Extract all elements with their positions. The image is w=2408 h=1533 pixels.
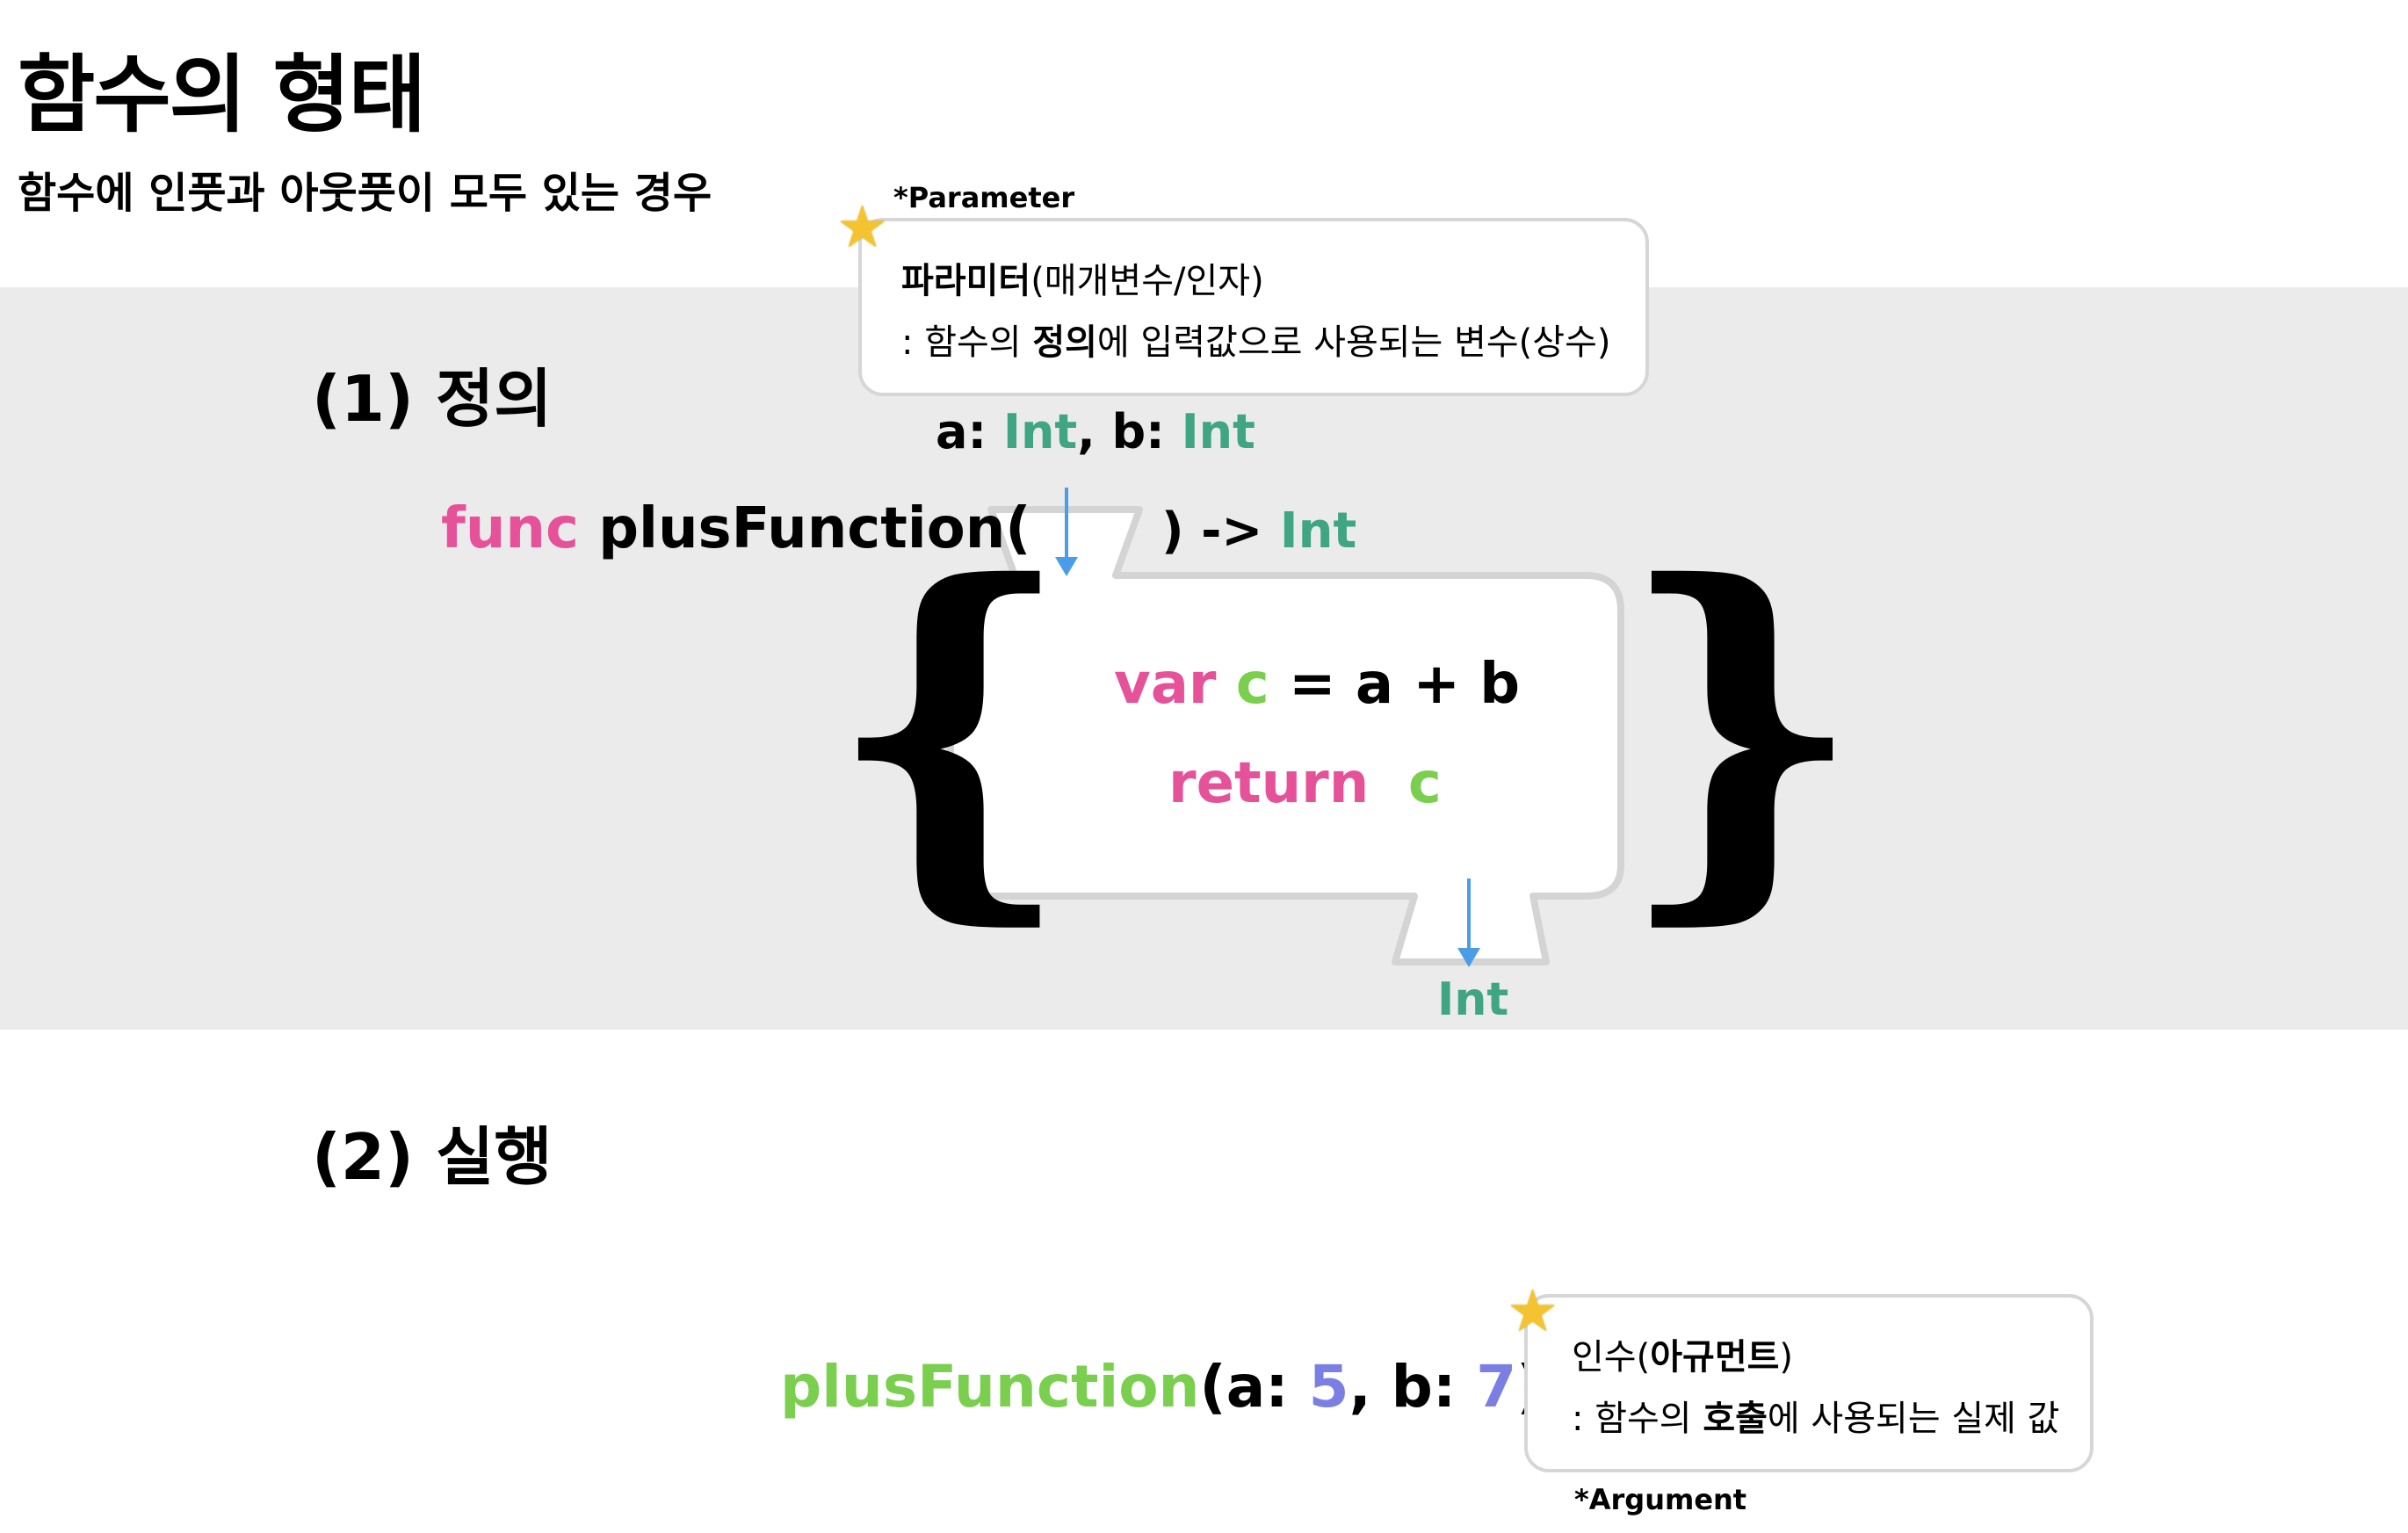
brace-close: } xyxy=(1616,502,1865,956)
arrow-down-icon xyxy=(1457,879,1480,967)
return-type: Int xyxy=(1279,503,1357,560)
section-heading-definition: (1) 정의 xyxy=(312,362,553,436)
var-keyword: var xyxy=(1114,652,1217,717)
brace-open: { xyxy=(826,502,1074,956)
param-a-type: Int xyxy=(1002,404,1078,459)
body-line-1: var c = a + b xyxy=(1114,652,1520,717)
call-arg-a: 5 xyxy=(1308,1353,1349,1421)
parameter-list: a: Int, b: Int xyxy=(936,404,1255,459)
argument-desc-bold: 호출 xyxy=(1703,1399,1768,1439)
call-mid: , b: xyxy=(1349,1353,1477,1421)
parameter-desc-pre: : 함수의 xyxy=(901,322,1033,363)
star-icon: ★ xyxy=(836,193,889,261)
argument-heading-bold: 아규먼트 xyxy=(1650,1337,1780,1378)
output-type: Int xyxy=(1437,973,1509,1026)
parameter-desc-bold: 정의 xyxy=(1032,322,1097,363)
function-name: plusFunction( xyxy=(598,496,1031,561)
argument-label: *Argument xyxy=(1574,1483,1747,1516)
argument-description: : 함수의 호출에 사용되는 실제 값 xyxy=(1572,1390,2059,1441)
function-call: plusFunction(a: 5, b: 7) xyxy=(780,1353,1543,1421)
call-function-name: plusFunction xyxy=(780,1353,1200,1421)
parameter-label: *Parameter xyxy=(893,181,1075,214)
param-a-label: a: xyxy=(936,404,987,459)
call-open: (a: xyxy=(1199,1353,1309,1421)
argument-heading: 인수(아규먼트) xyxy=(1572,1328,1793,1379)
parameter-callout: 파라미터(매개변수/인자) : 함수의 정의에 입력값으로 사용되는 변수(상수… xyxy=(858,218,1649,396)
argument-desc-pre: : 함수의 xyxy=(1572,1399,1703,1439)
argument-heading-post: ) xyxy=(1779,1337,1794,1378)
page-title: 함수의 형태 xyxy=(18,46,426,144)
argument-desc-post: 에 사용되는 실제 값 xyxy=(1767,1399,2060,1439)
star-icon: ★ xyxy=(1507,1277,1559,1345)
return-keyword: return xyxy=(1168,751,1370,816)
func-keyword: func xyxy=(441,496,579,561)
return-var-c: c xyxy=(1407,751,1442,816)
function-signature-start: func plusFunction( xyxy=(441,496,1031,561)
return-arrow: ) -> xyxy=(1161,503,1263,560)
parameter-heading: 파라미터(매개변수/인자) xyxy=(901,252,1264,303)
call-arg-b: 7 xyxy=(1476,1353,1517,1421)
arrow-down-icon xyxy=(1055,488,1078,576)
expression: = a + b xyxy=(1288,652,1521,717)
parameter-heading-bold: 파라미터 xyxy=(901,261,1031,301)
argument-heading-pre: 인수( xyxy=(1572,1337,1651,1378)
section-heading-execution: (2) 실행 xyxy=(312,1120,553,1194)
parameter-heading-rest: (매개변수/인자) xyxy=(1030,261,1264,301)
parameter-description: : 함수의 정의에 입력값으로 사용되는 변수(상수) xyxy=(901,314,1610,365)
param-b-label: , b: xyxy=(1077,404,1165,459)
argument-callout: 인수(아규먼트) : 함수의 호출에 사용되는 실제 값 xyxy=(1524,1294,2093,1472)
param-b-type: Int xyxy=(1181,404,1255,459)
page-subtitle: 함수에 인풋과 아웃풋이 모두 있는 경우 xyxy=(18,169,712,218)
parameter-desc-post: 에 입력값으로 사용되는 변수(상수) xyxy=(1096,322,1611,363)
var-c: c xyxy=(1235,652,1269,717)
function-signature-end: ) -> Int xyxy=(1161,503,1356,560)
body-line-2: return c xyxy=(1168,751,1442,816)
